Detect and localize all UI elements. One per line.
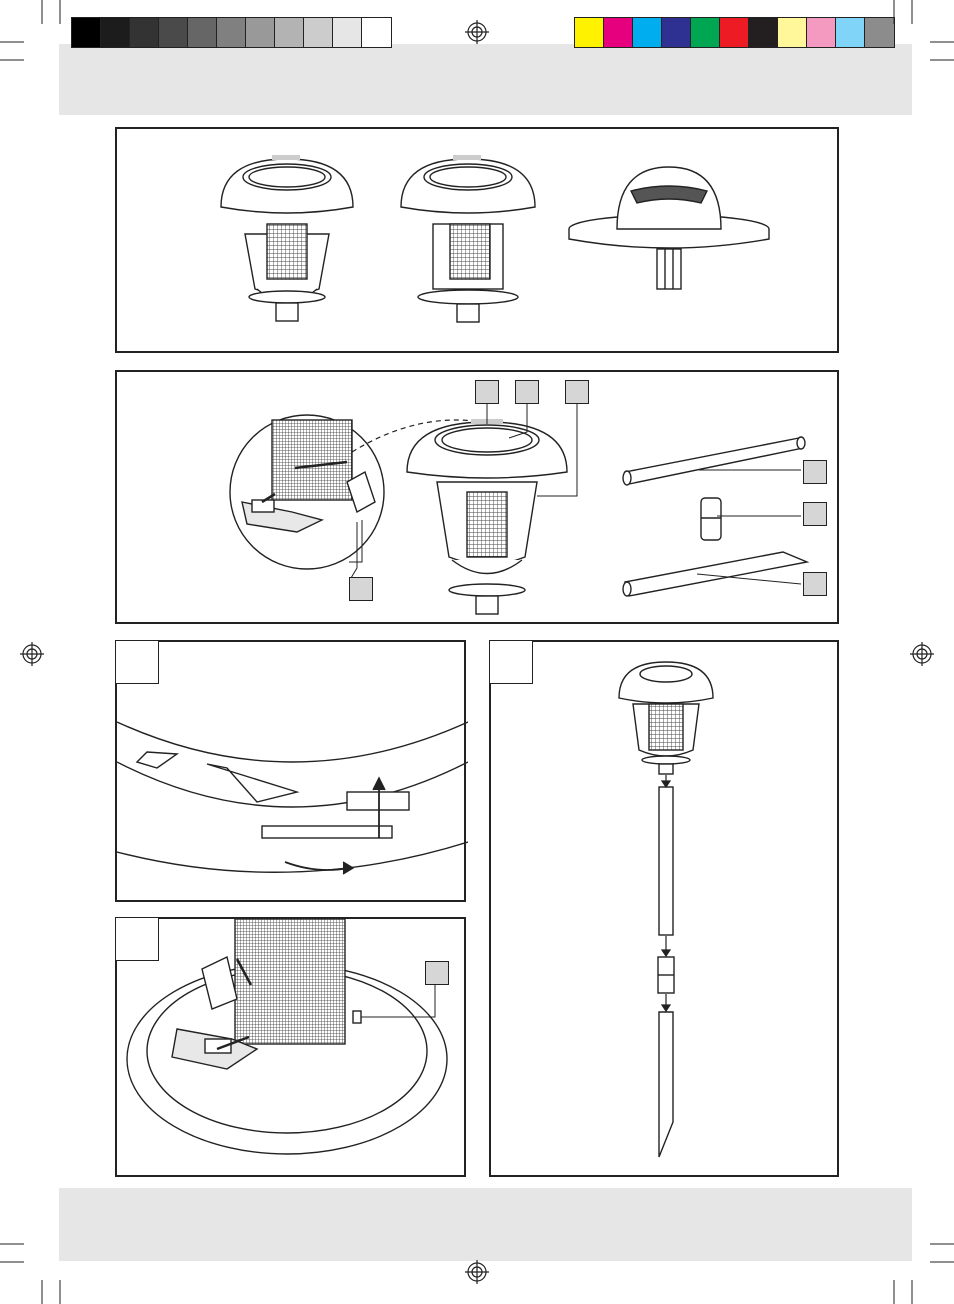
- registration-mark-left: [20, 642, 44, 666]
- process-color-calibration-bar: [574, 17, 895, 48]
- detail-magnifier: [229, 414, 385, 570]
- step-c-drawing: [618, 661, 714, 1158]
- lamp-b: [400, 155, 536, 323]
- process-swatch-10: [836, 18, 865, 47]
- gray-swatch-8: [275, 18, 304, 47]
- callout-box-4: [349, 577, 373, 601]
- bottom-color-band: [59, 1188, 912, 1261]
- step-c-panel: [489, 640, 839, 1177]
- step-c-number: [489, 640, 533, 684]
- step-a-panel: [115, 640, 468, 902]
- callout-box-2: [515, 380, 539, 404]
- gray-swatch-2: [101, 18, 130, 47]
- gray-swatch-9: [304, 18, 333, 47]
- step-a-drawing: [117, 721, 468, 875]
- lamp-c: [568, 166, 770, 290]
- callout-box-7: [803, 572, 827, 596]
- parts-drawing: [229, 404, 810, 615]
- step-b-drawing: [126, 919, 448, 1155]
- step-b-callout-box: [425, 961, 449, 985]
- connector-sleeve: [700, 497, 722, 541]
- lamp-variants-drawing: [220, 155, 770, 323]
- process-swatch-4: [662, 18, 691, 47]
- callout-box-5: [803, 460, 827, 484]
- callout-box-6: [803, 502, 827, 526]
- process-swatch-9: [807, 18, 836, 47]
- callout-box-3: [565, 380, 589, 404]
- process-swatch-3: [633, 18, 662, 47]
- process-swatch-5: [691, 18, 720, 47]
- lamp-a: [220, 155, 354, 322]
- gray-swatch-11: [362, 18, 391, 47]
- callout-box-1: [475, 380, 499, 404]
- tube-spike: [622, 551, 810, 597]
- lamp-assembly: [406, 419, 568, 615]
- gray-swatch-1: [72, 18, 101, 47]
- registration-mark-right: [910, 642, 934, 666]
- process-swatch-1: [575, 18, 604, 47]
- tube-upper: [622, 436, 806, 486]
- registration-mark-bottom: [465, 1260, 489, 1284]
- gray-swatch-10: [333, 18, 362, 47]
- process-swatch-2: [604, 18, 633, 47]
- registration-mark-top: [465, 20, 489, 44]
- step-a-number: [115, 640, 159, 684]
- gray-swatch-4: [159, 18, 188, 47]
- top-color-band: [59, 44, 912, 115]
- magnifier-dashed-link: [351, 419, 483, 453]
- gray-swatch-6: [217, 18, 246, 47]
- process-swatch-6: [720, 18, 749, 47]
- overview-panel: [115, 127, 839, 353]
- process-swatch-11: [865, 18, 894, 47]
- gray-swatch-3: [130, 18, 159, 47]
- process-swatch-8: [778, 18, 807, 47]
- parts-panel: [115, 370, 839, 624]
- grayscale-calibration-bar: [71, 17, 392, 48]
- process-swatch-7: [749, 18, 778, 47]
- step-b-panel: [115, 917, 466, 1177]
- step-b-number: [115, 917, 159, 961]
- gray-swatch-7: [246, 18, 275, 47]
- gray-swatch-5: [188, 18, 217, 47]
